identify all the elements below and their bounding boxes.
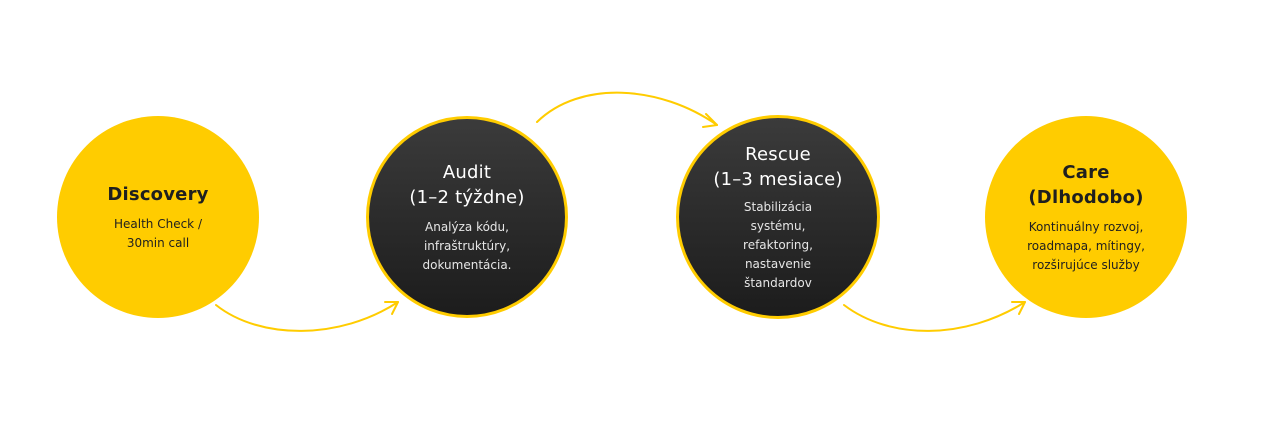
step-description: Stabilizácia systému, refaktoring, nasta… <box>743 199 813 290</box>
step-title: Discovery <box>107 183 209 205</box>
step-description: Health Check / 30min call <box>114 216 202 250</box>
arrow-rescue-to-care <box>843 301 1026 332</box>
arrow-discovery-to-audit <box>215 301 399 332</box>
step-discovery: Discovery Health Check / 30min call <box>57 116 259 318</box>
arrow-audit-to-rescue <box>536 91 718 128</box>
step-description: Analýza kódu, infraštruktúry, dokumentác… <box>422 219 512 272</box>
step-rescue: Rescue (1–3 mesiace) Stabilizácia systém… <box>676 115 880 319</box>
step-title: Audit (1–2 týždne) <box>409 161 525 208</box>
step-title: Care (Dlhodobo) <box>1028 161 1144 208</box>
step-care: Care (Dlhodobo) Kontinuálny rozvoj, road… <box>985 116 1187 318</box>
step-description: Kontinuálny rozvoj, roadmapa, mítingy, r… <box>1027 219 1145 272</box>
step-title: Rescue (1–3 mesiace) <box>713 143 843 190</box>
step-audit: Audit (1–2 týždne) Analýza kódu, infrašt… <box>366 116 568 318</box>
